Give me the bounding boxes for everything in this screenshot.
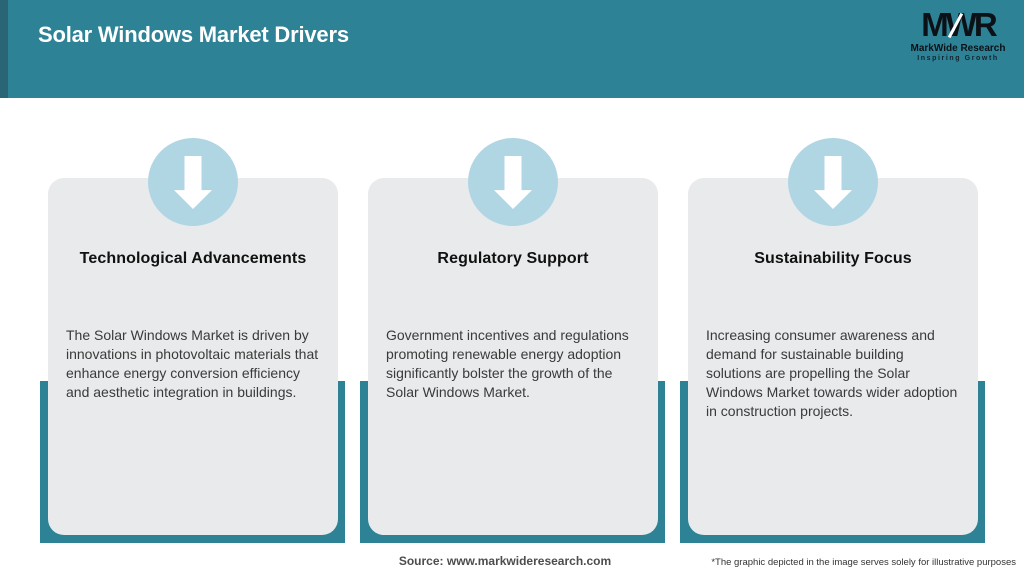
driver-card-group-sustainability: Sustainability Focus Increasing consumer… bbox=[680, 138, 985, 548]
logo-name: MarkWide Research bbox=[910, 43, 1006, 54]
driver-card-group-regulatory: Regulatory Support Government incentives… bbox=[360, 138, 665, 548]
down-arrow-icon bbox=[174, 155, 212, 209]
down-arrow-icon bbox=[814, 155, 852, 209]
card-title: Sustainability Focus bbox=[754, 250, 912, 267]
card-title: Technological Advancements bbox=[79, 250, 307, 267]
driver-card: Regulatory Support Government incentives… bbox=[368, 178, 658, 535]
page-title: Solar Windows Market Drivers bbox=[38, 22, 349, 47]
disclaimer-text: *The graphic depicted in the image serve… bbox=[711, 557, 1016, 568]
driver-card: Sustainability Focus Increasing consumer… bbox=[688, 178, 978, 535]
card-description: Government incentives and regulations pr… bbox=[386, 327, 629, 400]
arrow-circle bbox=[468, 138, 558, 226]
source-text: Source: www.markwideresearch.com bbox=[398, 554, 612, 568]
markwide-logo: MWR MarkWide Research Inspiring Growth bbox=[908, 6, 1008, 62]
card-title: Regulatory Support bbox=[437, 250, 589, 267]
arrow-circle bbox=[788, 138, 878, 226]
arrow-circle bbox=[148, 138, 238, 226]
driver-card: Technological Advancements The Solar Win… bbox=[48, 178, 338, 535]
down-arrow-icon bbox=[494, 155, 532, 209]
card-description: The Solar Windows Market is driven by in… bbox=[66, 327, 319, 400]
card-description: Increasing consumer awareness and demand… bbox=[706, 327, 958, 419]
logo-tagline: Inspiring Growth bbox=[917, 55, 999, 62]
driver-card-group-technological: Technological Advancements The Solar Win… bbox=[40, 138, 345, 548]
logo-monogram-wrap: MWR bbox=[921, 6, 997, 43]
header: Solar Windows Market Drivers MWR MarkWid… bbox=[0, 0, 1024, 98]
logo-monogram: MWR bbox=[921, 6, 997, 43]
